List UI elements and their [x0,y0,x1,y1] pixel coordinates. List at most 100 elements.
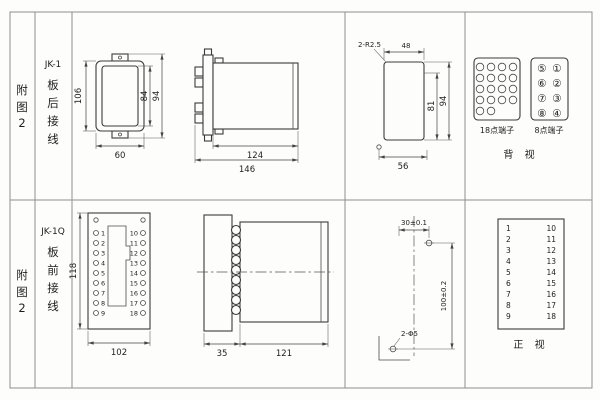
jk1q-front-view: 1 2 3 4 5 6 7 8 9 10 11 12 13 14 15 16 1… [69,212,151,358]
terminal-number: 15 [130,280,138,288]
screw-bump [214,57,224,64]
figure-label-char: 2 [18,116,25,130]
model-char: 前 [47,263,59,277]
terminal-number: ⑧ [537,108,546,120]
terminal-number: 2 [101,240,105,248]
model-char: 线 [47,299,59,313]
screw-bump [214,128,224,135]
terminal-number: ⑦ [537,93,546,105]
jk1q-terminal-table: 1 2 3 4 5 6 7 8 9 10 11 12 13 14 15 16 1… [497,218,565,351]
terminal-stud [194,77,204,88]
terminal-number: ① [552,63,561,75]
dim-30: 30±0.1 [401,219,427,227]
dim-118: 118 [69,263,79,279]
terminal-number: 10 [130,230,138,238]
figure-label-char: 附 [16,83,28,97]
dim-102: 102 [111,348,127,358]
terminal-number: 16 [546,290,556,299]
jk1q-drilling-plan: 30±0.1 100±0.2 2-Φ5 [378,216,455,361]
panel-corner [378,336,410,361]
dim-81: 81 [427,101,437,112]
terminal-number: 14 [130,270,138,278]
dim-94: 94 [152,91,162,102]
dim-124: 124 [247,151,263,161]
terminal-number: 14 [546,268,556,277]
terminal-stud [194,113,204,124]
dim-146: 146 [239,165,255,175]
model-name: JK-1 [44,60,62,70]
terminal-number: 17 [546,301,556,310]
front-view-label: 正 视 [513,338,548,351]
dim-100: 100±0.2 [440,281,448,311]
terminal-number: 6 [101,280,105,288]
screw-hole [118,55,122,60]
terminal-number: 3 [101,250,105,258]
model-char: 接 [47,114,59,128]
row1-figure-label: 附 图 2 [16,83,28,130]
terminal-number: 11 [546,235,556,244]
terminal-number: 10 [546,224,556,233]
terminal-number: 8 [506,301,511,310]
row2-figure-label: 附 图 2 [16,268,28,315]
terminal-number: 9 [101,310,105,318]
figure-label-char: 附 [16,268,28,282]
terminal-number: ⑤ [537,63,546,75]
terminal-number: ② [552,78,561,90]
terminal-number: 7 [101,290,105,298]
front-left-terminals: 1 2 3 4 5 6 7 8 9 [93,230,105,318]
screw-hole [118,132,122,137]
terminal-number: 5 [506,268,511,277]
model-name: JK-1Q [40,227,65,237]
jk1-side-view: 124 146 [194,48,299,175]
model-char: 后 [47,96,59,110]
table-left-column: 1 2 3 4 5 6 7 8 9 [506,224,511,321]
terminal-number: ④ [552,108,561,120]
cutout-outline [383,61,425,141]
terminal-number: 6 [506,279,511,288]
dim-84: 84 [140,91,150,102]
terminal-number: 12 [546,246,556,255]
model-char: 板 [47,245,59,259]
terminal-8-label: 8点端子 [534,125,563,135]
model-char: 线 [47,132,59,146]
figure-label-char: 图 [16,285,28,299]
terminal-holes-18 [475,62,518,116]
terminal-number: 12 [130,250,138,258]
terminal-number: 4 [506,257,511,266]
model-char: 接 [47,281,59,295]
mounting-ear [203,48,213,56]
flange [202,54,214,136]
terminal-number: ⑥ [537,78,546,90]
row1-model-label: JK-1 板 后 接 线 [44,60,62,146]
row2-model-label: JK-1Q 板 前 接 线 [40,227,65,313]
row-jk1: 附 图 2 JK-1 板 后 接 线 106 84 [16,41,569,175]
terminal-number: 1 [101,230,105,238]
mounting-ear [203,134,213,142]
table-outline [497,218,565,330]
table-right-column: 10 11 12 13 14 15 16 17 18 [546,224,556,321]
radius-note: 2-R2.5 [358,41,381,49]
terminal-number: 15 [546,279,556,288]
terminal-number: 8 [101,300,105,308]
jk1-front-view: 106 84 94 60 [74,53,165,161]
front-outline [87,212,151,330]
terminal-number: 4 [101,260,105,268]
terminal-18-label: 18点端子 [480,125,514,135]
terminal-number: 18 [130,310,138,318]
dim-106: 106 [74,88,84,104]
terminal-number: 1 [506,224,511,233]
front-right-terminals: 10 11 12 13 14 15 16 17 18 [130,230,146,318]
terminal-number: 17 [130,300,138,308]
terminal-number: 9 [506,312,511,321]
jk1-panel-cutout: 2-R2.5 48 81 94 56 [358,41,452,172]
keying-hole [140,217,146,223]
terminal-number: ③ [552,93,561,105]
rear-view-label: 背 视 [503,148,538,161]
model-char: 板 [47,78,59,92]
dim-48: 48 [402,42,411,50]
terminal-number: 13 [130,260,138,268]
dim-94-cutout: 94 [439,96,449,107]
keying-hole [93,217,99,223]
